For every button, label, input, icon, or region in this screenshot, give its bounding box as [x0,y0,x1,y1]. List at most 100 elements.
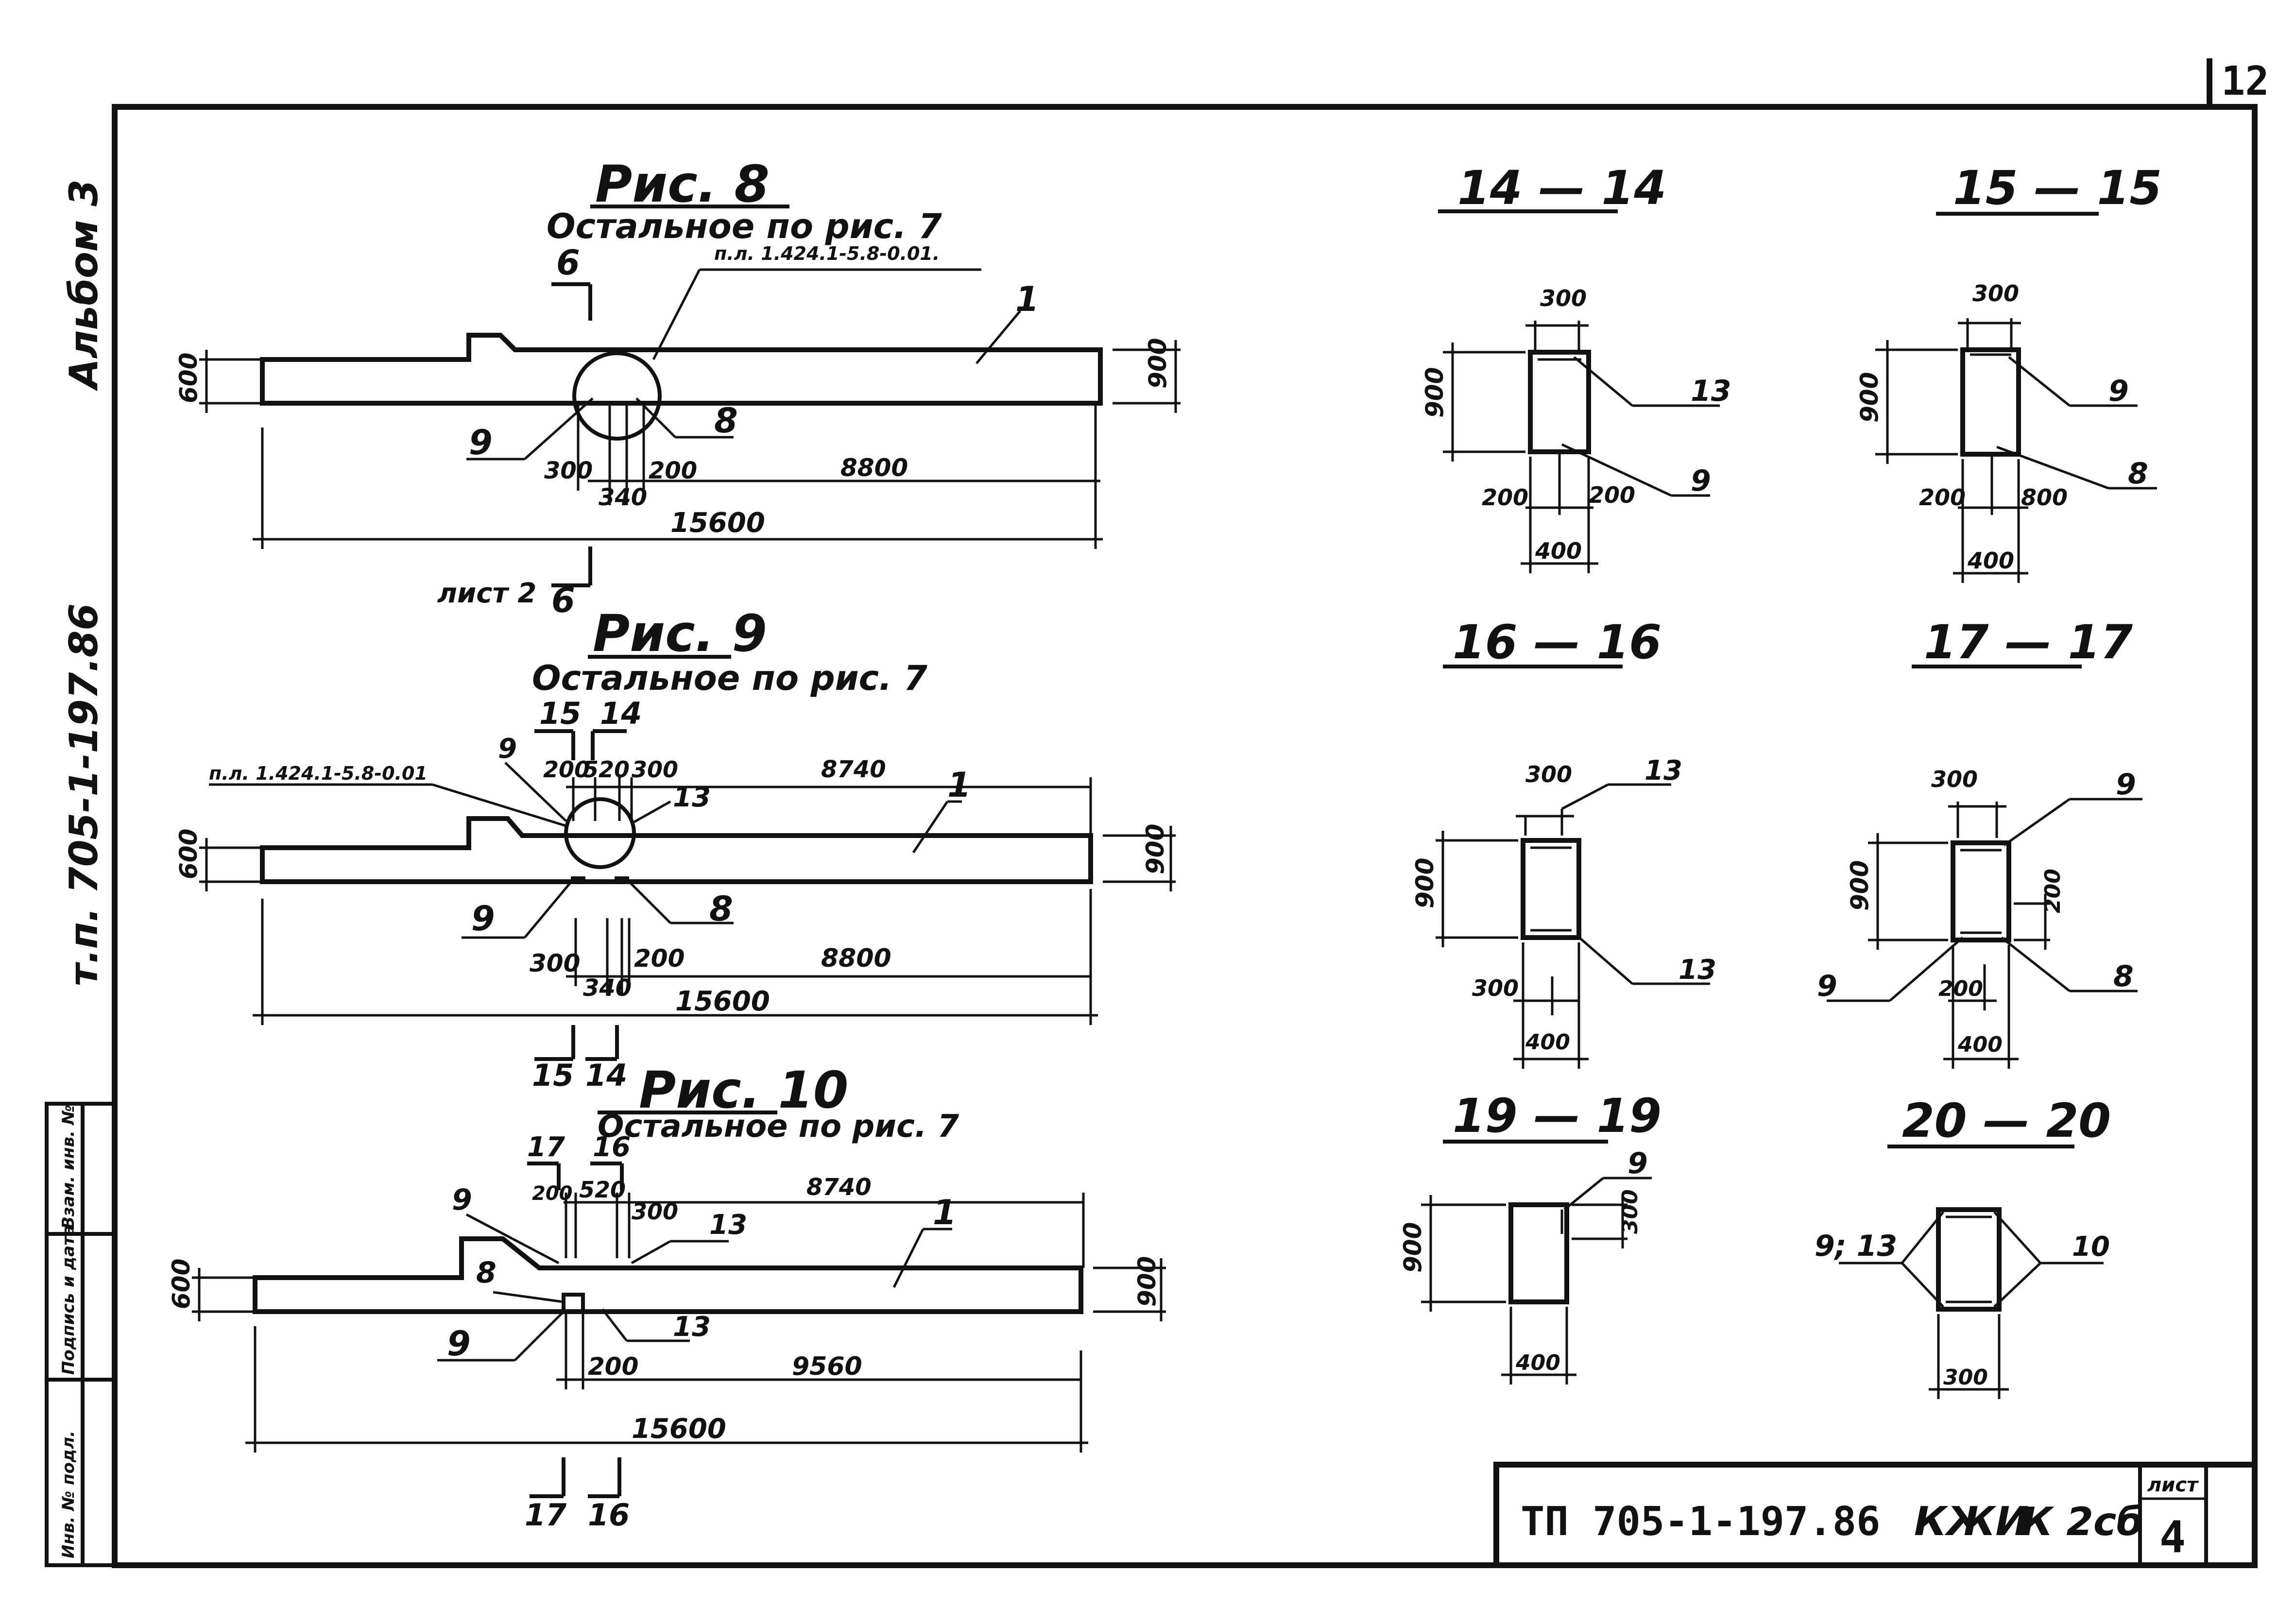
fig10-part-13-top: 13 [709,1209,747,1241]
s17-side: 200 [2040,869,2065,913]
fig10-sec17-bottom: 17 [525,1497,567,1533]
s16-w: 400 [1525,1030,1570,1055]
fig9-dim-8800: 8800 [821,944,891,973]
s15-title: 15 — 15 [1953,161,2162,215]
fig9-dim-300: 300 [530,949,580,977]
s19-w: 400 [1515,1350,1560,1375]
fig8-sheet-ref: лист 2 [437,578,536,609]
stamp-col-3: Взам. инв. № [59,1105,78,1229]
fig9-title: Рис. 9 [593,604,767,663]
fig10-dim-t200: 200 [532,1182,573,1205]
fig10-sec16-top: 16 [593,1131,631,1163]
fig8-section-bottom: 6 [551,581,575,620]
project-code-vertical: т.п. 705-1-197.86 [61,603,106,986]
s15-l-right: 800 [2021,484,2068,511]
fig9-part-13: 13 [673,782,711,813]
fig10-dim-t300: 300 [632,1198,678,1225]
fig10-part-9: 9 [447,1324,471,1364]
fig9-sec15-bottom: 15 [532,1058,574,1093]
fig8-part-9: 9 [469,423,493,462]
s15-tag-a: 9 [2108,374,2129,408]
fig9-sec14-top: 14 [600,696,642,731]
fig10-part-13: 13 [673,1311,711,1343]
fig8-detail-circle [572,351,662,441]
s14-title: 14 — 14 [1457,161,1666,215]
s14-tag-b: 9 [1691,464,1711,498]
sheet-frame: 12 [112,58,2269,1568]
fig10-subtitle: Остальное по рис. 7 [598,1109,959,1145]
s20-body [1936,1207,2002,1312]
s15-w: 400 [1967,547,2014,574]
fig8-beam [260,333,1103,406]
stamp-col-2: Подпись и дата [59,1225,78,1375]
s17-title: 17 — 17 [1924,615,2133,669]
s14-w-top: 300 [1540,285,1587,311]
fig8-subtitle: Остальное по рис. 7 [547,206,942,246]
fig10-dim-t520: 520 [579,1177,626,1203]
s19-tag-a: 9 [1627,1146,1648,1180]
s20-w: 300 [1943,1365,1988,1390]
fig8-dim-340: 340 [599,484,647,511]
s17-body [1951,840,2011,942]
title-block: ТП 705-1-197.86 КЖИ К 2сб лист 4 [1493,1462,2258,1568]
fig9-sec15-top: 15 [539,696,581,731]
s17-tag-a: 9 [2116,768,2136,802]
fig10-sec16-bottom: 16 [588,1497,630,1533]
section-17-17: 17 — 17 300 9 900 200 9 8 200 400 [1817,615,2142,1069]
s16-w-top: 300 [1525,761,1572,787]
s20-tag-right: 10 [2072,1231,2110,1263]
fig8-dim-h-left: 600 [174,353,203,403]
s14-tag-a: 13 [1691,374,1731,408]
s14-l-left: 200 [1482,484,1528,511]
stamp-col-1: Инв. № подл. [59,1431,78,1558]
fig8-ref-note: п.л. 1.424.1-5.8-0.01. [714,243,940,264]
s20-tag-left: 9; 13 [1815,1229,1897,1263]
s16-tag-b: 13 [1679,954,1716,986]
tb-mark: КЖИ [1914,1499,2029,1545]
fig10-part-8-box [562,1293,585,1314]
fig9-dim-t8740: 8740 [821,756,886,783]
fig8-title: Рис. 8 [595,154,770,214]
s17-tag-b: 9 [1817,969,1837,1003]
s20-title: 20 — 20 [1902,1094,2111,1148]
s16-h: 900 [1411,858,1439,908]
s14-body [1528,350,1591,454]
fig9-ref-note: п.л. 1.424.1-5.8-0.01 [209,763,428,784]
fig9-part-8: 8 [709,889,733,929]
fig9-part-1: 1 [947,765,971,805]
fig9-part-9-top: 9 [498,733,517,765]
tb-sheet-label: лист [2147,1474,2199,1496]
fig10-sec17-top: 17 [527,1131,565,1163]
left-stamp: Инв. № подл. Подпись и дата Взам. инв. № [45,1102,117,1567]
fig9-dim-200: 200 [634,944,685,973]
figure-8: Рис. 8 Остальное по рис. 7 п.л. 1.424.1-… [174,154,1181,620]
tb-code: ТП 705-1-197.86 [1521,1499,1881,1545]
s19-side: 300 [1618,1189,1643,1234]
s16-title: 16 — 16 [1453,615,1661,669]
s19-h: 900 [1399,1222,1427,1273]
fig9-dim-t520: 520 [583,756,630,783]
fig8-dim-h-right: 900 [1144,338,1172,389]
s16-body [1521,838,1581,940]
section-19-19: 19 — 19 9 900 300 400 [1399,1089,1661,1385]
fig10-beam [253,1236,1083,1314]
fig10-dim-9560: 9560 [792,1352,862,1381]
s17-h: 900 [1846,860,1874,911]
fig10-dim-total: 15600 [632,1413,726,1445]
fig9-detail-circle [564,797,636,869]
s17-w: 400 [1957,1032,2003,1057]
section-16-16: 16 — 16 300 13 900 13 300 400 [1411,615,1716,1069]
fig9-dim-340: 340 [583,974,632,1002]
fig10-dim-t8740: 8740 [806,1174,872,1201]
s15-tag-b: 8 [2128,457,2148,491]
section-20-20: 20 — 20 9; 13 10 300 [1815,1094,2111,1399]
s17-tag-c: 8 [2113,959,2134,993]
figure-10: Рис. 10 Остальное по рис. 7 17 16 200 52… [167,1060,1166,1533]
fig8-dim-total: 15600 [670,507,765,539]
fig9-sec14-bottom: 14 [585,1058,627,1093]
s15-h: 900 [1855,372,1884,423]
fig9-dim-total: 15600 [675,986,770,1017]
s15-body [1960,347,2021,457]
fig10-dim-h-right: 900 [1133,1256,1161,1307]
s14-w: 400 [1535,538,1582,564]
